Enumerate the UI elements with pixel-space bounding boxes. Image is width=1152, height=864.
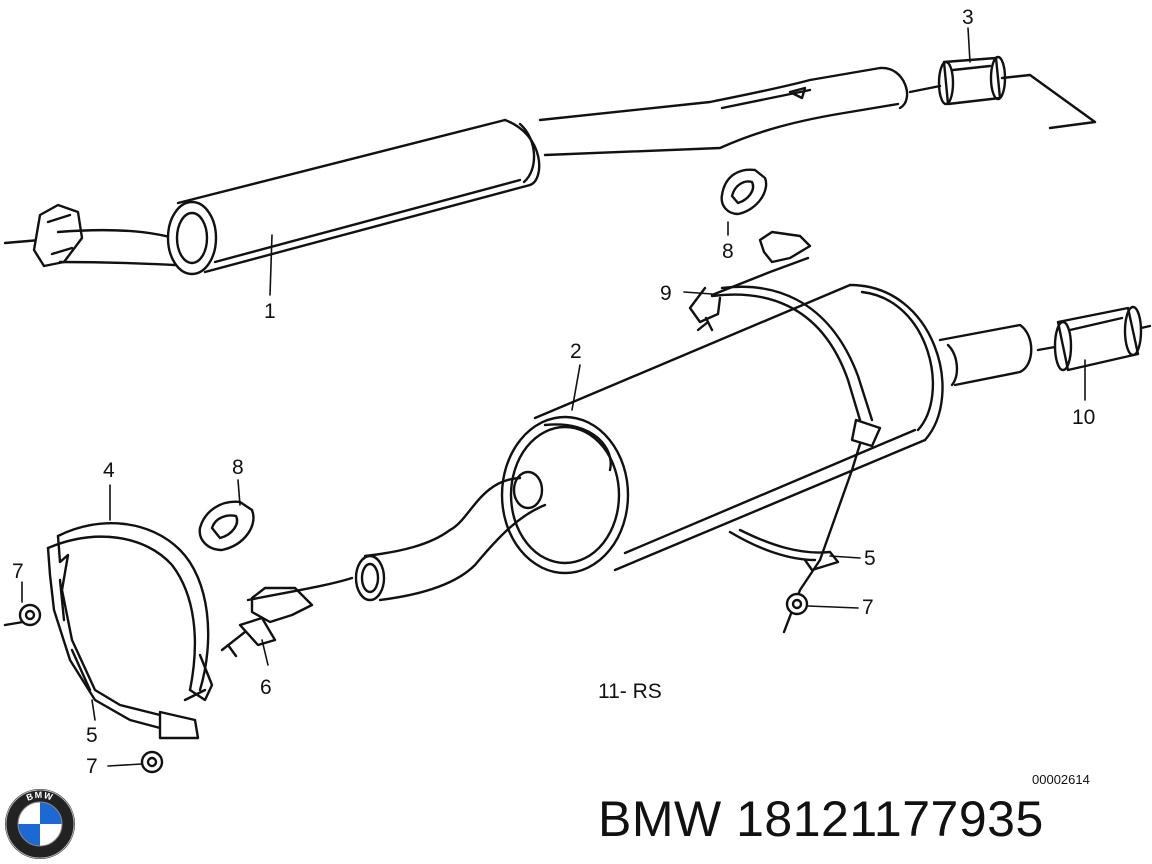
bmw-logo-icon: BMW	[5, 789, 75, 859]
nut-part-7-a	[18, 603, 42, 627]
callout-8-lower: 8	[232, 456, 244, 479]
gasket-part-8-upper	[720, 168, 768, 216]
callout-7-right: 7	[862, 596, 874, 619]
tail-sleeve-part-10	[1036, 305, 1152, 372]
mounting-bracket-part-6	[220, 576, 354, 658]
gasket-part-8-lower	[198, 500, 255, 552]
callout-5-left: 5	[86, 724, 98, 747]
rear-silencer-part-2	[354, 283, 1033, 602]
nut-part-7-c	[785, 592, 809, 616]
hanger-bracket-part-9	[688, 230, 882, 634]
leader-lines	[21, 27, 1086, 767]
callout-5-right: 5	[864, 547, 876, 570]
svg-text:BMW: BMW	[25, 790, 55, 803]
callout-7-left: 7	[12, 560, 24, 583]
logo-lettering: BMW	[25, 790, 54, 803]
callout-7-bottom: 7	[86, 755, 98, 778]
annotation-11-rs: 11- RS	[598, 680, 662, 703]
callout-9: 9	[660, 282, 672, 305]
callout-3: 3	[962, 6, 974, 29]
callout-8-upper: 8	[722, 240, 734, 263]
diagram-code: 00002614	[1032, 772, 1090, 787]
callout-1: 1	[264, 300, 276, 323]
clamp-ring-part-4	[3, 522, 214, 740]
nut-part-7-b	[140, 750, 164, 774]
callout-4: 4	[103, 459, 115, 482]
part-number-label: BMW 18121177935	[598, 791, 1044, 847]
callout-6: 6	[260, 676, 272, 699]
pipe-sleeve-part-3	[908, 55, 1097, 130]
callout-10: 10	[1072, 406, 1095, 429]
middle-silencer-part-1	[3, 66, 909, 276]
callout-2: 2	[570, 340, 582, 363]
